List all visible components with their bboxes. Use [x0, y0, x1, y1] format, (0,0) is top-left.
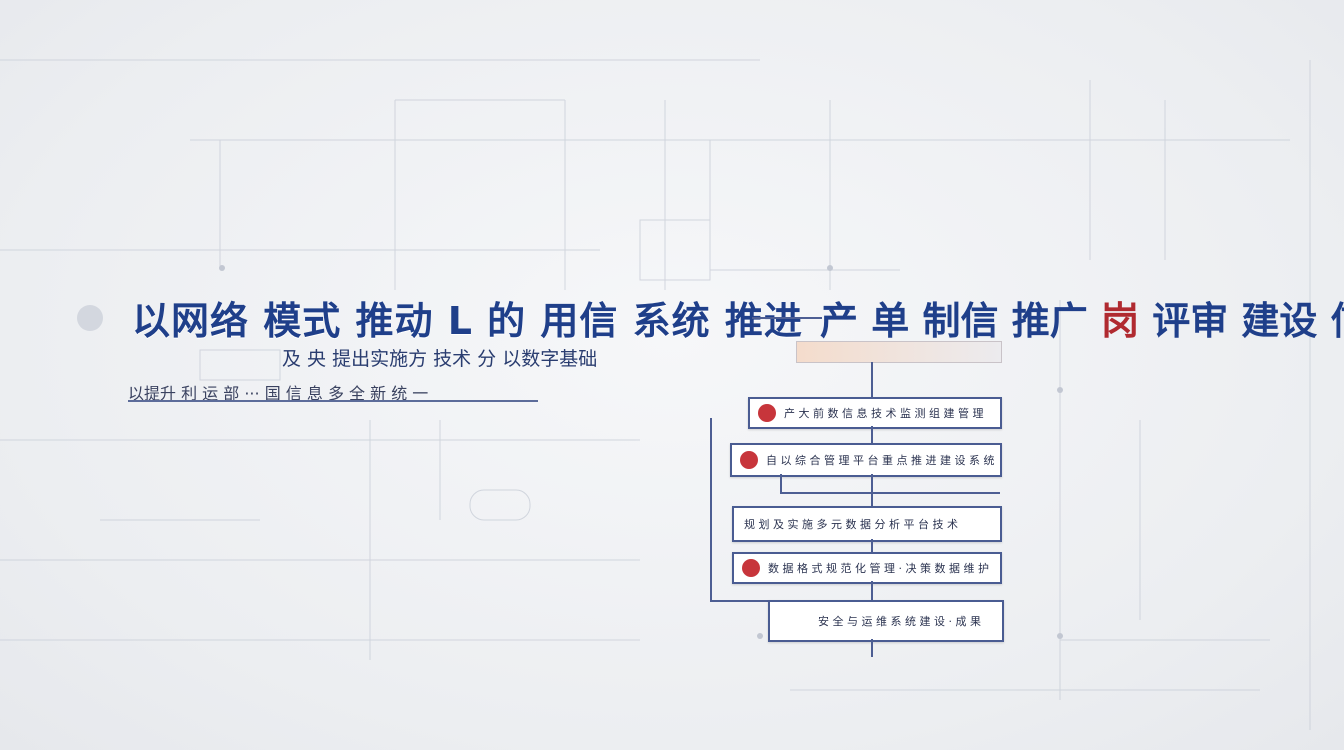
caption: 以提升 利 运 部 ··· 国 信 息 多 全 新 统 一 — [128, 384, 429, 403]
flow-step-1-label: 产 大 前 数 信 息 技 术 监 测 组 建 管 理 — [784, 407, 984, 420]
flow-connector-2a — [780, 474, 782, 494]
flow-step-4: 数 据 格 式 规 范 化 管 理 · 决 策 数 据 维 护 — [732, 552, 1002, 584]
headline-left: 以网络 模式 推动 L 的 用信 系统 推进 — [132, 290, 803, 345]
flow-connector-top — [871, 362, 873, 398]
flow-connector-3 — [871, 539, 873, 553]
flow-connector-4 — [871, 581, 873, 601]
headline-left-text: 以网络 模式 推动 L 的 用信 系统 推进 — [132, 299, 803, 343]
flow-connector-left-bottom — [710, 600, 770, 602]
flow-step-2: 自 以 综 合 管 理 平 台 重 点 推 进 建 设 系 统 — [730, 443, 1002, 477]
flow-connector-1 — [871, 426, 873, 444]
subtitle: 及 央 提出实施方 技术 分 以数字基础 — [282, 348, 598, 370]
flow-step-5-label: 安 全 与 运 维 系 统 建 设 · 成 果 — [818, 615, 981, 628]
flow-connector-2c — [871, 474, 873, 508]
flow-connector-2b — [780, 492, 1000, 494]
flow-top-bar — [796, 341, 1002, 363]
headline-right-tail: 评审 建设 信息 — [1152, 299, 1344, 343]
headline-right-text: 产 单 制信 推广 — [820, 299, 1088, 343]
step-badge-icon — [742, 559, 760, 577]
headline-right: 产 单 制信 推广 岗 评审 建设 信息 — [820, 290, 1344, 345]
headline-right-accent: 岗 — [1100, 299, 1139, 343]
flow-step-3-label: 规 划 及 实 施 多 元 数 据 分 析 平 台 技 术 — [744, 518, 958, 531]
caption-underline — [128, 400, 538, 402]
flow-connector-left-rail — [710, 418, 712, 602]
flow-step-5: 安 全 与 运 维 系 统 建 设 · 成 果 — [768, 600, 1004, 642]
flow-step-4-label: 数 据 格 式 规 范 化 管 理 · 决 策 数 据 维 护 — [768, 562, 989, 575]
flow-connector-bottom — [871, 639, 873, 657]
flow-step-2-label: 自 以 综 合 管 理 平 台 重 点 推 进 建 设 系 统 — [766, 454, 995, 467]
step-badge-icon — [740, 451, 758, 469]
headline-connector-line — [752, 317, 822, 319]
step-badge-icon — [758, 404, 776, 422]
flow-step-3: 规 划 及 实 施 多 元 数 据 分 析 平 台 技 术 — [732, 506, 1002, 542]
flow-step-1: 产 大 前 数 信 息 技 术 监 测 组 建 管 理 — [748, 397, 1002, 429]
